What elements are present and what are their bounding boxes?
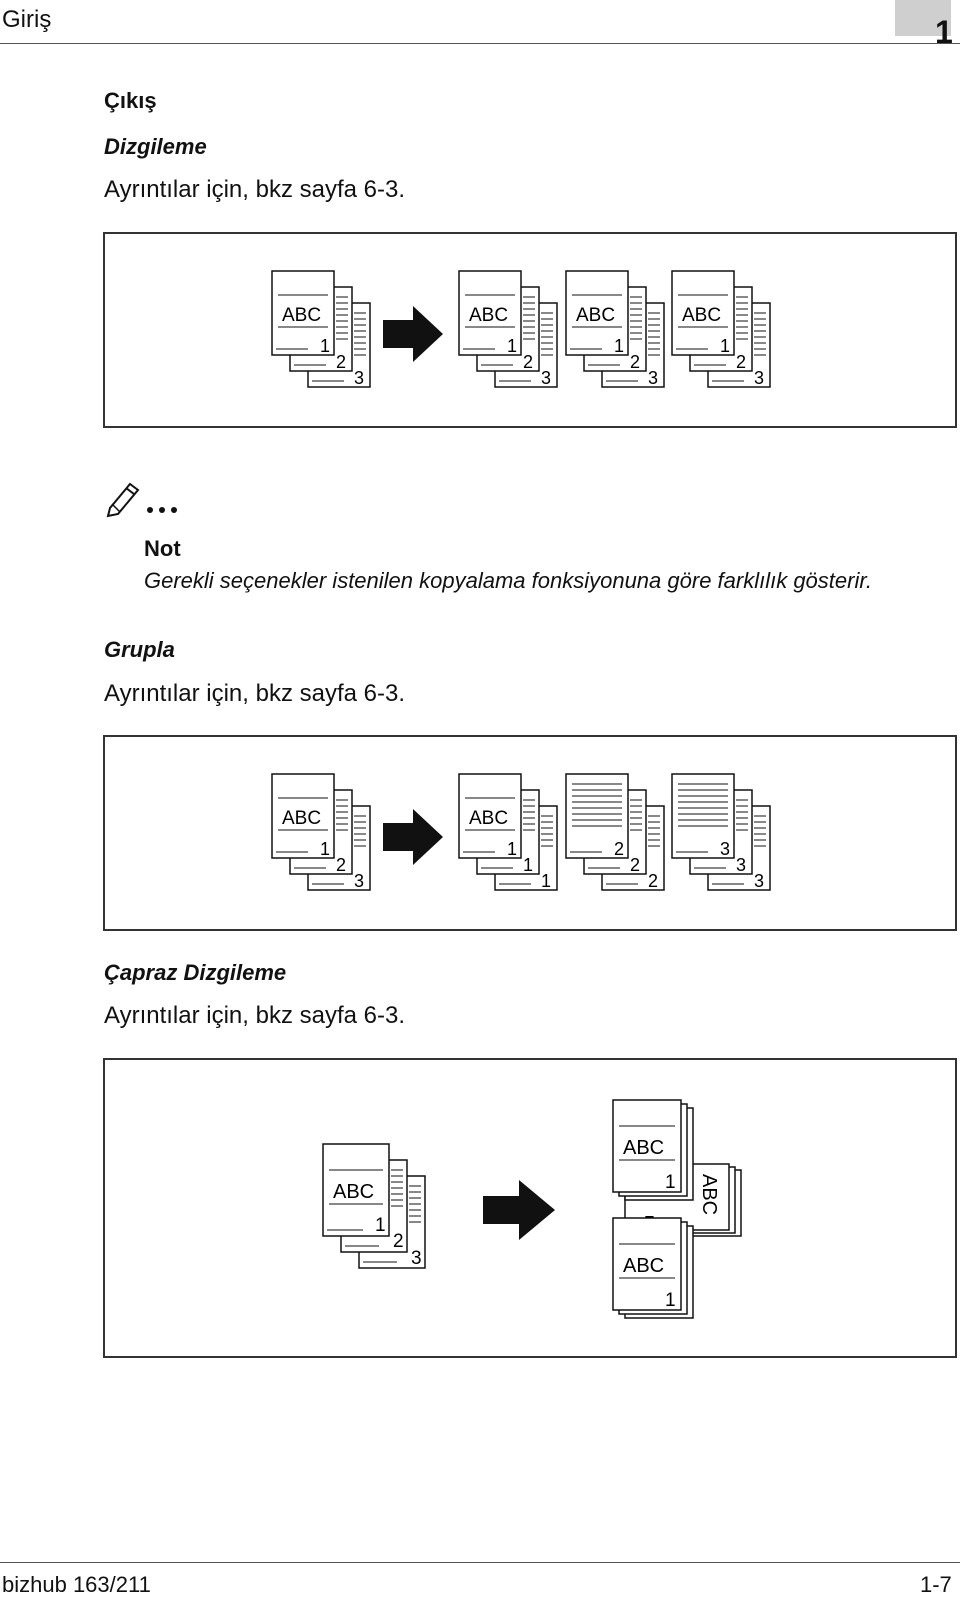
crisscross-figure: ABC 1 2 3 ABC 1 ABC 1 xyxy=(103,1058,957,1358)
page-label: 2 xyxy=(523,352,533,372)
sheet-label: ABC xyxy=(682,305,721,326)
page-label: 3 xyxy=(354,368,364,388)
sheet-label: ABC xyxy=(469,305,508,326)
page-label: 3 xyxy=(541,368,551,388)
footer-page-number: 1-7 xyxy=(920,1572,952,1597)
section-group-title: Grupla xyxy=(104,637,175,662)
page-label: 2 xyxy=(648,871,658,891)
page-label: 3 xyxy=(648,368,658,388)
page-label: 1 xyxy=(665,1172,676,1193)
page-label: 1 xyxy=(720,336,730,356)
right-arrow-icon xyxy=(383,306,443,362)
chapter-tab xyxy=(895,0,951,36)
page-label: 1 xyxy=(507,839,517,859)
right-arrow-icon xyxy=(483,1180,555,1240)
page-label: 2 xyxy=(336,855,346,875)
page-label: 3 xyxy=(754,368,764,388)
note-text: Gerekli seçenekler istenilen kopyalama f… xyxy=(144,568,872,593)
page-label: 1 xyxy=(320,336,330,356)
sheet-label: ABC xyxy=(333,1181,374,1203)
header-divider xyxy=(0,43,960,44)
group-detail: Ayrıntılar için, bkz sayfa 6-3. xyxy=(104,680,406,707)
page-label: 2 xyxy=(736,352,746,372)
sheet-label: ABC xyxy=(576,305,615,326)
crisscross-detail: Ayrıntılar için, bkz sayfa 6-3. xyxy=(104,1002,406,1029)
page-label: 3 xyxy=(411,1248,422,1269)
sort-figure: ABC 1 2 3 ABC 1 2 3 ABC 1 2 3 ABC 1 2 3 xyxy=(103,232,957,428)
section-crisscross-title: Çapraz Dizgileme xyxy=(104,960,287,985)
note-label: Not xyxy=(144,536,181,561)
crisscross-diagram: ABC 1 2 3 ABC 1 ABC 1 xyxy=(322,1099,742,1319)
page-label: 1 xyxy=(523,855,533,875)
page-label: 1 xyxy=(541,871,551,891)
sheet-label: ABC xyxy=(282,808,321,829)
page-label: 3 xyxy=(720,839,730,859)
sheet-label: ABC xyxy=(623,1137,664,1159)
page-label: 1 xyxy=(614,336,624,356)
section-output-title: Çıkış xyxy=(104,88,157,113)
page-label: 2 xyxy=(393,1231,404,1252)
sheet-label: ABC xyxy=(623,1255,664,1277)
page-label: 2 xyxy=(630,855,640,875)
sheet-label: ABC xyxy=(469,808,508,829)
page-label: 3 xyxy=(754,871,764,891)
right-arrow-icon xyxy=(383,809,443,865)
group-diagram: ABC 1 2 3 ABC 1 1 1 2 2 2 3 3 3 xyxy=(271,773,771,891)
page-label: 1 xyxy=(375,1215,386,1236)
sort-diagram: ABC 1 2 3 ABC 1 2 3 ABC 1 2 3 ABC 1 2 3 xyxy=(271,270,771,388)
footer-divider xyxy=(0,1562,960,1563)
page-label: 1 xyxy=(320,839,330,859)
page-label: 3 xyxy=(354,871,364,891)
page-label: 1 xyxy=(507,336,517,356)
page-label: 2 xyxy=(614,839,624,859)
page-label: 3 xyxy=(736,855,746,875)
pencil-note-icon xyxy=(104,478,188,523)
rotated-sheet-label: ABC xyxy=(698,1174,720,1215)
chapter-number: 1 xyxy=(935,14,953,50)
group-figure: ABC 1 2 3 ABC 1 1 1 2 2 2 3 3 3 xyxy=(103,735,957,931)
sheet-label: ABC xyxy=(282,305,321,326)
page-label: 1 xyxy=(665,1290,676,1311)
footer-model: bizhub 163/211 xyxy=(2,1572,151,1597)
page-label: 2 xyxy=(336,352,346,372)
sort-detail: Ayrıntılar için, bkz sayfa 6-3. xyxy=(104,176,406,203)
header-title: Giriş xyxy=(2,6,52,33)
page-label: 2 xyxy=(630,352,640,372)
section-sort-title: Dizgileme xyxy=(104,134,207,159)
